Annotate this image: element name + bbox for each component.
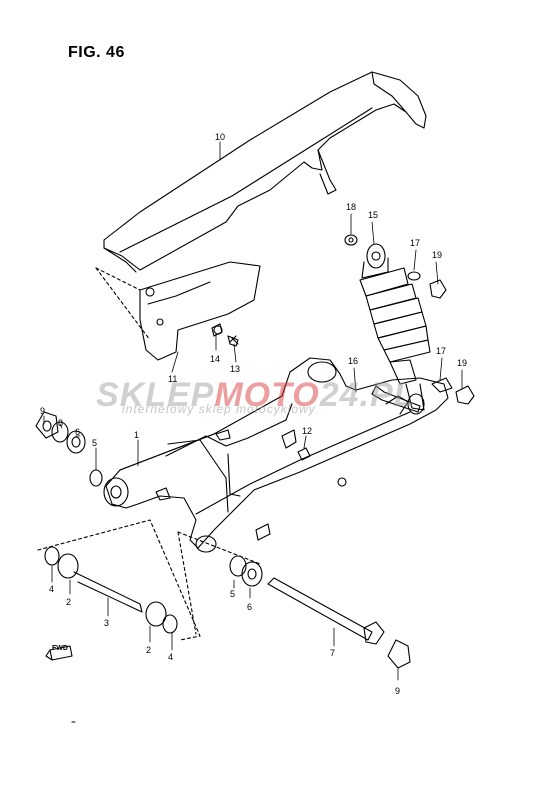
callout-6-right: 6 (247, 602, 252, 612)
watermark-brand-part2: MOTO (214, 376, 320, 414)
washer-17-upper (407, 271, 421, 281)
figure-title: FIG. 46 (68, 44, 125, 61)
callout-2-left: 2 (66, 597, 71, 607)
callout-14: 14 (210, 354, 220, 364)
pivot-bolt-7 (267, 577, 385, 645)
chain-guard-plate-part (139, 261, 261, 361)
callout-19-upper: 19 (432, 250, 442, 260)
callout-12: 12 (302, 426, 312, 436)
fwd-label: FWD (52, 645, 68, 652)
rear-shock-absorber-part (359, 243, 431, 415)
callout-4-left: 4 (49, 584, 54, 594)
end-cap-9-left (35, 411, 59, 439)
callout-19-lower: 19 (457, 358, 467, 368)
chain-guard-part (103, 71, 427, 273)
callout-18: 18 (346, 202, 356, 212)
bolt-12 (297, 447, 311, 461)
pivot-shaft-assembly (37, 519, 201, 641)
cap-nut-19-lower (455, 385, 475, 405)
watermark-brand: SKLEPMOTO24.PL (96, 376, 415, 415)
callout-15: 15 (368, 210, 378, 220)
watermark-brand-part3: 24.PL (319, 376, 416, 414)
callout-6-left: 6 (75, 427, 80, 437)
callout-labels: 10 18 15 17 19 14 13 11 16 17 19 9 8 6 5… (40, 132, 467, 696)
callout-11: 11 (168, 374, 177, 384)
callout-17-lower: 17 (436, 346, 446, 356)
callout-3: 3 (104, 618, 109, 628)
callout-2-right: 2 (146, 645, 151, 655)
leader-lines (43, 141, 463, 681)
washer-18 (344, 234, 358, 246)
callout-16: 16 (348, 356, 358, 366)
spacer-6-right (241, 561, 263, 587)
spacer-6-left (66, 430, 86, 454)
watermark-brand-part1: SKLEP (96, 376, 215, 414)
callout-13: 13 (230, 364, 240, 374)
callout-9-left: 9 (40, 406, 45, 416)
callout-1: 1 (134, 430, 139, 440)
bolt-16 (371, 385, 421, 413)
swing-arm-part (103, 357, 449, 553)
callout-5-left: 5 (92, 438, 97, 448)
dust-seal-8 (51, 421, 69, 443)
callout-4-right: 4 (168, 652, 173, 662)
callout-10: 10 (215, 132, 225, 142)
callout-9-right: 9 (395, 686, 400, 696)
washer-14 (211, 323, 223, 337)
callout-5-right: 5 (230, 589, 235, 599)
bolt-13 (227, 335, 239, 347)
washer-17-lower (431, 377, 453, 393)
callout-7: 7 (330, 648, 335, 658)
cap-nut-19-upper (429, 279, 447, 299)
washer-5-right (229, 555, 247, 577)
callout-17-upper: 17 (410, 238, 420, 248)
watermark-tagline: internetowy sklep motocyklowy (122, 402, 316, 416)
washer-5-left (89, 469, 103, 487)
callout-8: 8 (58, 418, 63, 428)
end-cap-9-right (387, 639, 411, 669)
fwd-arrow-icon (49, 645, 73, 661)
